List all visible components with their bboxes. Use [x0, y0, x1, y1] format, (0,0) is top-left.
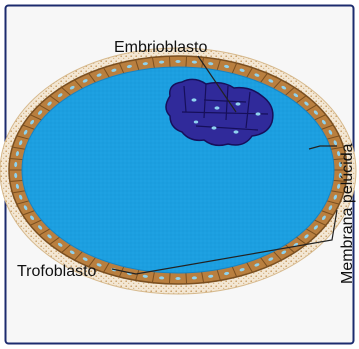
trophoblast-nucleus	[175, 277, 180, 280]
trophoblast-cell-boundary	[169, 56, 170, 67]
trophoblast-cell-boundary	[186, 56, 187, 67]
trophoblast-cell-boundary	[186, 273, 187, 284]
trophoblast-cell-boundary	[169, 273, 170, 284]
trofoblasto-label: Trofoblasto	[17, 263, 97, 280]
trophoblast-nucleus	[175, 60, 180, 63]
membrana-pelucida-label: Membrana pelúcida	[339, 143, 356, 284]
embrioblasto-label: Embrioblasto	[114, 39, 207, 56]
